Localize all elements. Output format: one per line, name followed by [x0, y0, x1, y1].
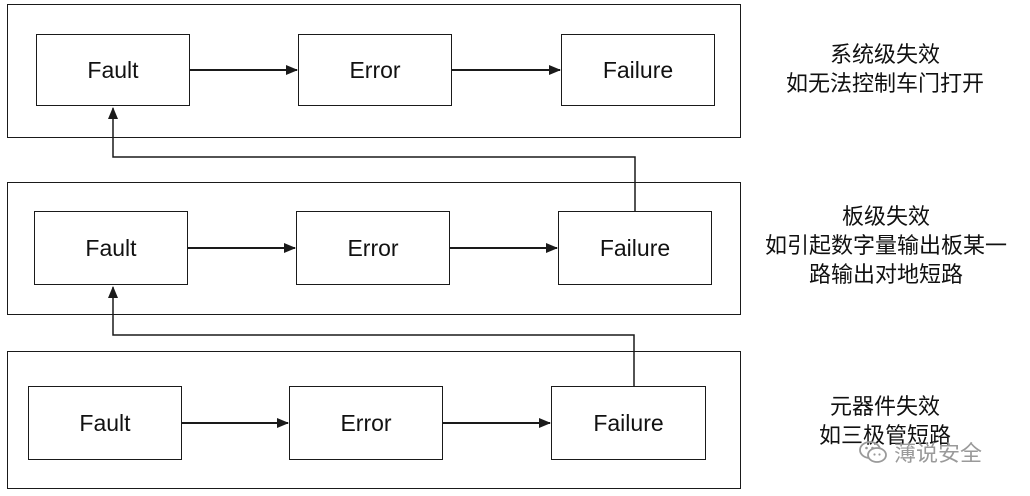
board-level-example-line1: 如引起数字量输出板某一 — [764, 234, 1007, 259]
component-level-description: 元器件失效 如三极管短路 — [760, 393, 1010, 451]
system-fault-box: Fault — [36, 34, 190, 106]
component-level-example: 如三极管短路 — [818, 424, 951, 449]
system-error-box: Error — [298, 34, 452, 106]
board-failure-to-system-fault-connector — [108, 107, 636, 211]
board-failure-box: Failure — [558, 211, 712, 285]
board-level-frame — [7, 182, 741, 315]
wechat-icon — [859, 441, 887, 463]
board-fault-box: Fault — [34, 211, 188, 285]
component-level-title: 元器件失效 — [829, 395, 940, 420]
component-failure-to-board-fault-connector — [108, 286, 635, 386]
system-level-frame — [7, 4, 741, 138]
system-level-example: 如无法控制车门打开 — [785, 72, 984, 97]
component-error-box: Error — [289, 386, 443, 460]
component-level-frame — [7, 351, 741, 489]
system-failure-box: Failure — [561, 34, 715, 106]
watermark-text: 薄说安全 — [894, 442, 983, 467]
system-level-description: 系统级失效 如无法控制车门打开 — [760, 41, 1010, 99]
component-failure-box: Failure — [551, 386, 706, 460]
system-level-title: 系统级失效 — [829, 43, 940, 68]
board-level-example-line2: 路输出对地短路 — [808, 263, 963, 288]
component-fault-box: Fault — [28, 386, 182, 460]
board-error-box: Error — [296, 211, 450, 285]
watermark: 薄说安全 — [858, 436, 982, 468]
board-level-title: 板级失效 — [841, 205, 930, 230]
board-level-description: 板级失效 如引起数字量输出板某一 路输出对地短路 — [747, 203, 1025, 290]
